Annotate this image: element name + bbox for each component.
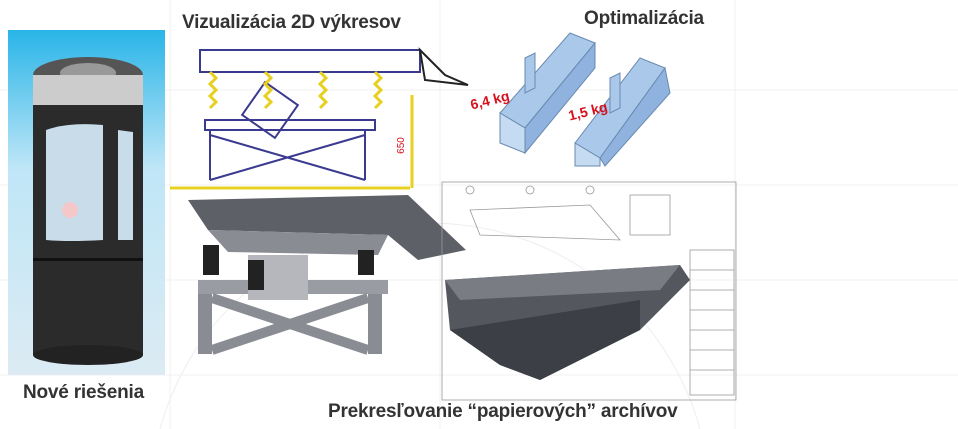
stove-image	[8, 30, 165, 375]
2d-drawing-image	[170, 47, 469, 190]
3d-feeder-image	[188, 195, 466, 355]
caption-paper-archives: Prekresľovanie “papierových” archívov	[328, 401, 678, 422]
dimension-label: 650	[395, 137, 407, 154]
archive-drawing-image	[441, 181, 737, 401]
optimized-parts-image	[499, 32, 671, 167]
caption-stove: Nové riešenia	[23, 382, 144, 403]
caption-2d-drawing: Vizualizácia 2D výkresov	[182, 12, 401, 33]
caption-optimization: Optimalizácia	[584, 8, 704, 29]
